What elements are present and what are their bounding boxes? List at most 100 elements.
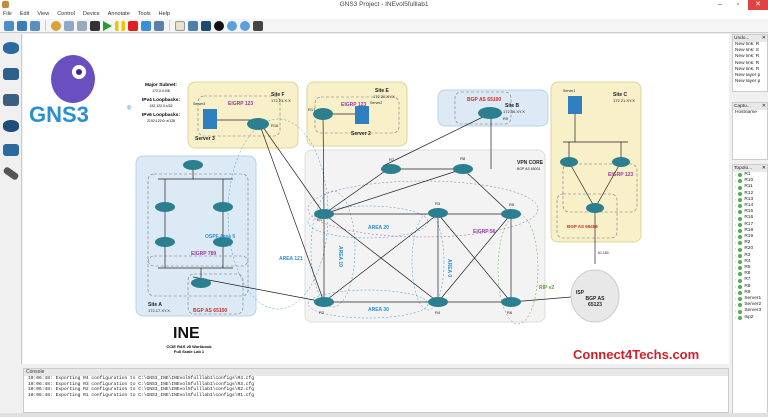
topology-node-item[interactable]: ›R13 [733,197,767,203]
topology-node-item[interactable]: ›R17 [733,222,767,228]
link-r16-r2[interactable] [257,119,325,303]
close-button[interactable]: ✕ [748,0,768,10]
router-r17-icon[interactable] [313,108,333,120]
router-r4-icon[interactable] [428,297,448,307]
close-icon[interactable]: ✕ [761,35,766,41]
maximize-button[interactable]: ▫ [736,1,740,8]
router-r10-icon[interactable] [191,278,211,288]
show-interfaces-icon[interactable] [64,20,74,31]
expand-arrow-icon[interactable]: › [735,271,737,277]
expand-arrow-icon[interactable]: › [735,314,737,320]
router-r11-icon[interactable] [155,237,175,247]
topology-node-item[interactable]: ›R20 [733,246,767,252]
menu-device[interactable]: Device [82,11,100,17]
link-r10-r2[interactable] [192,276,325,303]
expand-arrow-icon[interactable]: › [735,203,737,209]
expand-arrow-icon[interactable]: › [735,190,737,196]
topology-node-item[interactable]: ›Server1 [733,296,767,302]
router-r6-icon[interactable] [501,297,521,307]
router-r9-icon[interactable] [478,107,502,119]
topology-node-item[interactable]: ›R10 [733,178,767,184]
add-link-icon[interactable] [2,166,20,181]
topology-node-item[interactable]: ›R15 [733,209,767,215]
draw-ellipse-icon[interactable] [214,20,224,31]
menu-control[interactable]: Control [57,11,75,17]
undo-item[interactable]: New link: R [735,42,760,47]
topology-node-item[interactable]: ›Server3 [733,308,767,314]
expand-arrow-icon[interactable]: › [735,221,737,227]
expand-arrow-icon[interactable]: › [735,178,737,184]
link-r8-r1[interactable] [323,168,464,215]
capture-column-hostname[interactable]: Hostname [735,110,757,115]
link-r3-r2[interactable] [323,213,439,303]
isp-cloud[interactable] [570,269,620,323]
expand-arrow-icon[interactable]: › [735,302,737,308]
menu-annotate[interactable]: Annotate [107,11,130,17]
link-r9-r7[interactable] [382,112,492,167]
router-r12-icon[interactable] [213,237,233,247]
reload-all-icon[interactable] [141,20,151,31]
router-r5-icon[interactable] [501,209,521,219]
router-r3-icon[interactable] [428,208,448,218]
minimize-button[interactable]: – [718,1,722,8]
close-icon[interactable]: ✕ [761,165,766,171]
expand-arrow-icon[interactable]: › [735,296,737,302]
end-devices-icon[interactable] [3,94,19,106]
topology-node-item[interactable]: ›Isp2 [733,315,767,321]
expand-arrow-icon[interactable]: › [735,234,737,240]
console-all-icon[interactable] [90,20,100,31]
expand-arrow-icon[interactable]: › [735,277,737,283]
topology-node-item[interactable]: ›R4 [733,259,767,265]
new-project-icon[interactable] [4,20,14,31]
topology-node-item[interactable]: ›R2 [733,240,767,246]
switches-icon[interactable] [3,68,19,80]
expand-arrow-icon[interactable]: › [735,209,737,215]
add-note-icon[interactable] [175,20,185,31]
topology-node-item[interactable]: ›R19 [733,234,767,240]
server3-icon[interactable] [203,109,217,129]
undo-item[interactable]: New link: S [735,48,759,54]
snapshot-icon[interactable] [51,20,61,31]
topology-node-item[interactable]: ›R8 [733,284,767,290]
undo-item[interactable]: New link: R [735,66,760,72]
expand-arrow-icon[interactable]: › [735,184,737,190]
expand-arrow-icon[interactable]: › [735,227,737,233]
expand-arrow-icon[interactable]: › [735,172,737,177]
insert-image-icon[interactable] [188,20,198,31]
topology-node-item[interactable]: ›R7 [733,277,767,283]
topology-canvas[interactable]: GNS3 ® Major Subnet: 172.0.0.0/8 IPv4 Lo… [23,34,729,364]
server1-icon[interactable] [568,96,582,114]
link-r8-r5[interactable] [462,168,512,215]
topology-node-item[interactable]: ›R3 [733,253,767,259]
topology-node-item[interactable]: ›R18 [733,228,767,234]
menu-view[interactable]: View [37,11,50,17]
router-r14-icon[interactable] [213,202,233,212]
open-project-icon[interactable] [17,20,27,31]
close-icon[interactable]: ✕ [761,103,766,109]
menu-help[interactable]: Help [158,11,170,17]
expand-arrow-icon[interactable]: › [735,258,737,264]
router-r15-icon[interactable] [183,160,203,170]
topology-node-item[interactable]: ›R16 [733,215,767,221]
router-r18-icon[interactable] [586,203,604,213]
router-r8-icon[interactable] [453,164,473,174]
expand-arrow-icon[interactable]: › [735,240,737,246]
expand-arrow-icon[interactable]: › [735,283,737,289]
router-r7-icon[interactable] [381,164,401,174]
expand-arrow-icon[interactable]: › [735,265,737,271]
topology-node-item[interactable]: ›R9 [733,290,767,296]
save-project-icon[interactable] [30,20,40,31]
menu-tools[interactable]: Tools [137,11,151,17]
router-r13-icon[interactable] [155,202,175,212]
routers-icon[interactable] [3,42,19,54]
router-r20-icon[interactable] [612,157,630,167]
zoom-out-icon[interactable] [240,20,250,31]
link-r19-r18[interactable] [568,161,596,209]
undo-item[interactable]: New link: R [735,54,760,60]
topology-node-item[interactable]: ›R6 [733,271,767,277]
zoom-in-icon[interactable] [227,20,237,31]
topology-node-item[interactable]: ›R12 [733,191,767,197]
stop-all-icon[interactable] [128,20,138,31]
undo-item[interactable]: New layer p [735,79,761,85]
expand-arrow-icon[interactable]: › [735,196,737,202]
